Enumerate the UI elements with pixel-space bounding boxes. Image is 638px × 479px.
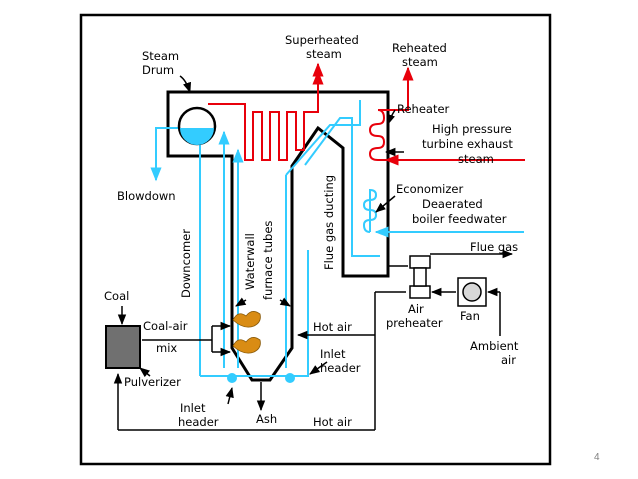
inlet-header-left-label-2: header (178, 415, 219, 429)
air-preheater-label-2: preheater (386, 316, 443, 330)
hp-exhaust-label-3: steam (458, 152, 494, 166)
deaerated-label-1: Deaerated (422, 197, 483, 211)
fan-label: Fan (460, 309, 480, 323)
hp-exhaust-label-1: High pressure (432, 122, 512, 136)
ash-label: Ash (256, 412, 277, 426)
hp-exhaust-label-2: turbine exhaust (422, 137, 513, 151)
waterwall-label-1: Waterwall (243, 233, 257, 290)
pulverizer-label: Pulverizer (124, 375, 181, 389)
coal-air-label-1: Coal-air (143, 319, 188, 333)
deaerated-label-2: boiler feedwater (412, 212, 507, 226)
burner-flame-icon (232, 311, 261, 354)
inlet-header-left-icon (227, 373, 237, 383)
pulverizer-icon (105, 325, 141, 369)
economizer-label: Economizer (396, 182, 463, 196)
downcomer-label: Downcomer (179, 229, 193, 298)
flue-gas-label: Flue gas (470, 240, 518, 254)
ambient-label-2: air (501, 353, 516, 367)
diagram-frame (79, 13, 552, 466)
blowdown-label: Blowdown (117, 189, 176, 203)
inlet-header-left-label-1: Inlet (180, 401, 206, 415)
reheated-label-1: Reheated (392, 41, 447, 55)
gas-air-paths (113, 75, 514, 431)
hot-air-upper-label: Hot air (313, 320, 352, 334)
inlet-header-right-icon (285, 373, 295, 383)
ambient-label-1: Ambient (470, 339, 519, 353)
reheated-label-2: steam (402, 55, 438, 69)
steam-circuit (208, 62, 525, 166)
flue-gas-ducting-label: Flue gas ducting (322, 175, 336, 270)
waterwall-label-2: furnace tubes (261, 221, 275, 300)
coal-air-label-2: mix (156, 341, 177, 355)
steam-drum-label-1: Steam (142, 49, 179, 63)
boiler-casing (166, 90, 390, 382)
coal-label: Coal (104, 289, 129, 303)
superheated-label-2: steam (306, 47, 342, 61)
steam-drum-label-2: Drum (142, 63, 174, 77)
reheater-label: Reheater (397, 102, 450, 116)
steam-drum-icon (177, 106, 217, 146)
air-preheater-label-1: Air (408, 302, 424, 316)
inlet-header-right-label-2: header (320, 361, 361, 375)
superheated-label-1: Superheated (285, 33, 359, 47)
page-number: 4 (594, 452, 600, 463)
fan-icon (457, 277, 487, 307)
air-preheater-icon (409, 255, 431, 299)
water-circuit (150, 100, 524, 383)
hot-air-lower-label: Hot air (313, 415, 352, 429)
inlet-header-right-label-1: Inlet (320, 347, 346, 361)
